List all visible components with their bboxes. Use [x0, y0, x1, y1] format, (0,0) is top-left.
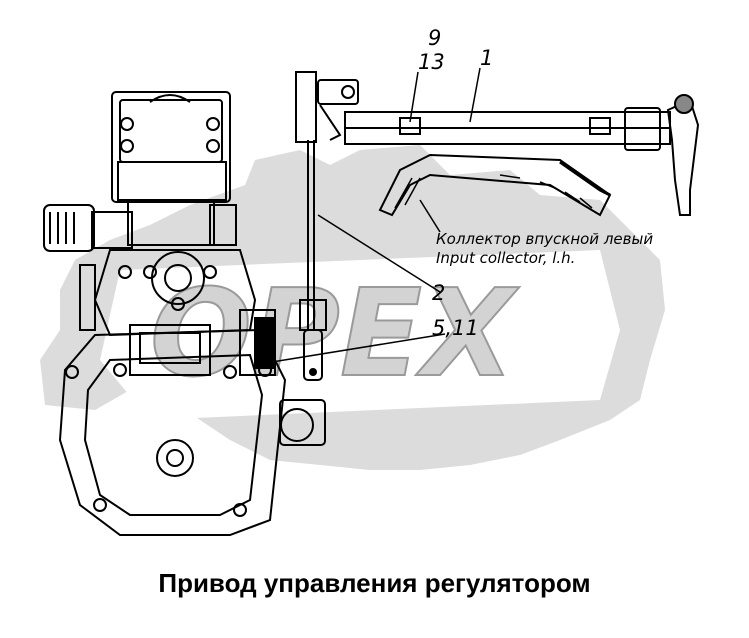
annotation-ru: Коллектор впускной левый [436, 230, 654, 248]
leader-lines [271, 67, 481, 363]
callout-5-11: 5,11 [432, 316, 479, 340]
upper-lever [295, 71, 317, 143]
figure-caption: Привод управления регулятором [158, 568, 591, 598]
watermark-logo: OPEX [40, 145, 665, 470]
collector-outline [378, 153, 612, 217]
callout-9: 9 [428, 26, 442, 50]
callout-1: 1 [480, 46, 494, 70]
control-linkage [295, 71, 700, 381]
annotation-en: Input collector, l.h. [436, 249, 576, 267]
regulator-top-block [111, 91, 231, 203]
right-lever [666, 98, 700, 216]
callout-2: 2 [432, 281, 446, 305]
callout-13: 13 [418, 50, 445, 74]
governor-assembly [43, 91, 326, 536]
svg-text:OPEX: OPEX [150, 265, 520, 404]
